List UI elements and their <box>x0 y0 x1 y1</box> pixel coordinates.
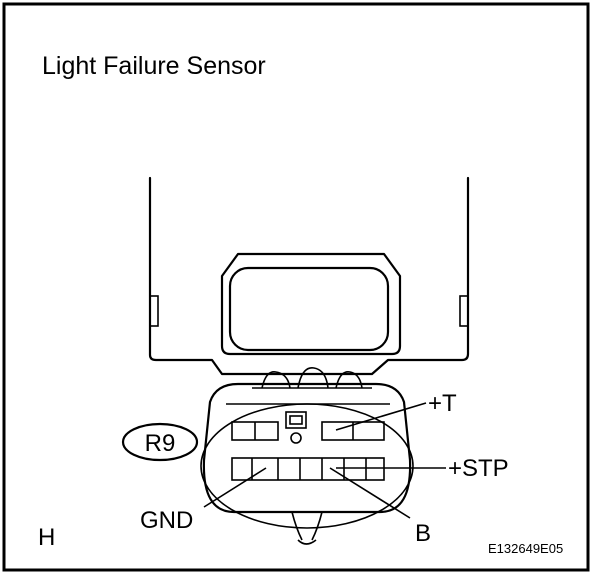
diagram-title: Light Failure Sensor <box>42 52 266 80</box>
corner-letter: H <box>38 524 55 551</box>
terminal-label-gnd: GND <box>140 507 193 534</box>
terminal-label-b: B <box>415 520 431 547</box>
terminal-label-t: +T <box>428 390 457 417</box>
sensor-body <box>148 176 470 389</box>
terminal-label-stp: +STP <box>448 455 509 482</box>
connector-r9 <box>200 382 414 545</box>
diagram-frame <box>2 2 590 572</box>
figure-id: E132649E05 <box>488 541 563 556</box>
leader-lines <box>203 402 446 519</box>
connector-code-badge: R9 <box>121 422 199 462</box>
connector-code-label: R9 <box>145 430 176 457</box>
